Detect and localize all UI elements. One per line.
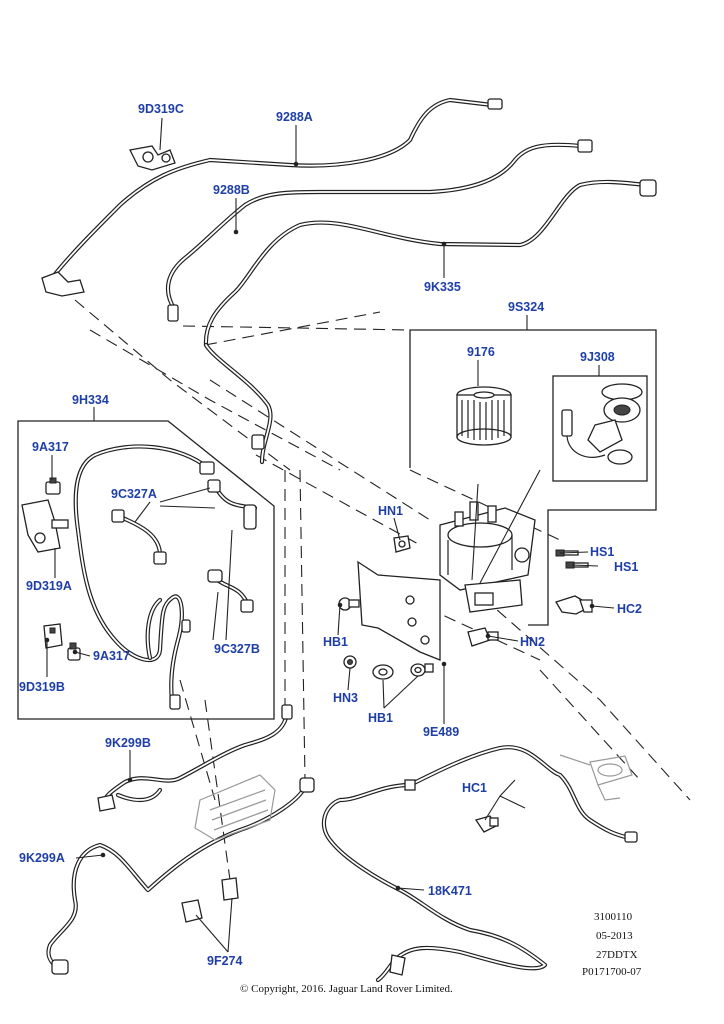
label-9h334: 9H334 — [72, 393, 109, 407]
label-hn3: HN3 — [333, 691, 358, 705]
box-9s324 — [409, 329, 657, 626]
pipe-9h334 — [73, 444, 215, 710]
label-9176: 9176 — [467, 345, 495, 359]
label-hs1-a: HS1 — [590, 545, 614, 559]
label-9a317-top: 9A317 — [32, 440, 69, 454]
nut-hn3 — [343, 655, 357, 669]
bracket-9d319a — [21, 499, 69, 553]
pipe-9k299a — [46, 777, 315, 975]
label-9k299b: 9K299B — [105, 736, 151, 750]
mounting-bracket-9e489 — [357, 560, 441, 661]
label-9d319b: 9D319B — [19, 680, 65, 694]
label-9j308: 9J308 — [580, 350, 615, 364]
label-9c327b: 9C327B — [214, 642, 260, 656]
filter-housing — [439, 501, 536, 591]
meta-date: 05-2013 — [596, 930, 633, 942]
fuel-pump-ghost — [559, 754, 633, 801]
nut-hn1 — [393, 535, 411, 553]
label-9k299a: 9K299A — [19, 851, 65, 865]
label-hn1: HN1 — [378, 504, 403, 518]
label-hs1-b: HS1 — [614, 560, 638, 574]
label-9d319a: 9D319A — [26, 579, 72, 593]
meta-code: 3100110 — [594, 911, 633, 923]
diagram-meta-block: 3100110 05-2013 27DDTX P0171700-07 — [582, 911, 642, 978]
pipe-9k299b — [97, 704, 293, 812]
pipe-9288b — [165, 139, 593, 322]
label-9e489: 9E489 — [423, 725, 459, 739]
leader-lines — [44, 117, 615, 953]
label-9d319c: 9D319C — [138, 102, 184, 116]
label-hc2: HC2 — [617, 602, 642, 616]
label-hn2: HN2 — [520, 635, 545, 649]
sensor-9a317-top — [45, 477, 61, 495]
bracket-lower-right — [464, 579, 523, 613]
label-9k335: 9K335 — [424, 280, 461, 294]
meta-model: 27DDTX — [596, 949, 638, 961]
washers-hb1-right — [372, 663, 434, 680]
dashed-assembly-lines — [74, 299, 691, 881]
engine-component-ghost — [194, 774, 276, 841]
copyright-notice: © Copyright, 2016. Jaguar Land Rover Lim… — [240, 983, 453, 995]
label-hb1-a: HB1 — [323, 635, 348, 649]
clips-9f274 — [181, 877, 239, 923]
fitting-left-top — [41, 271, 85, 297]
filter-element-9176 — [456, 386, 512, 446]
label-18k471: 18K471 — [428, 884, 472, 898]
label-9a317-bottom: 9A317 — [93, 649, 130, 663]
pipe-18k471 — [321, 745, 638, 983]
box-9j308 — [552, 375, 648, 482]
clip-9d319c — [129, 145, 176, 171]
label-9s324: 9S324 — [508, 300, 544, 314]
label-9c327a: 9C327A — [111, 487, 157, 501]
nut-hn2 — [467, 627, 499, 647]
label-9288b: 9288B — [213, 183, 250, 197]
clip-hc2 — [555, 595, 593, 615]
sensor-kit-9j308 — [561, 383, 643, 465]
part-labels: 9D319C 9288A 9288B 9K335 9S324 9176 9J30… — [19, 102, 642, 968]
box-9h334 — [17, 420, 275, 720]
hoses-9c327a — [111, 479, 258, 565]
label-hc1: HC1 — [462, 781, 487, 795]
label-9288a: 9288A — [276, 110, 313, 124]
label-hb1-b: HB1 — [368, 711, 393, 725]
hose-9c327b — [207, 569, 254, 613]
label-9f274: 9F274 — [207, 954, 242, 968]
pipe-9k335 — [203, 179, 657, 465]
clip-hc1 — [474, 815, 499, 833]
meta-part-ref: P0171700-07 — [582, 966, 642, 978]
pipe-9288a — [49, 97, 503, 281]
